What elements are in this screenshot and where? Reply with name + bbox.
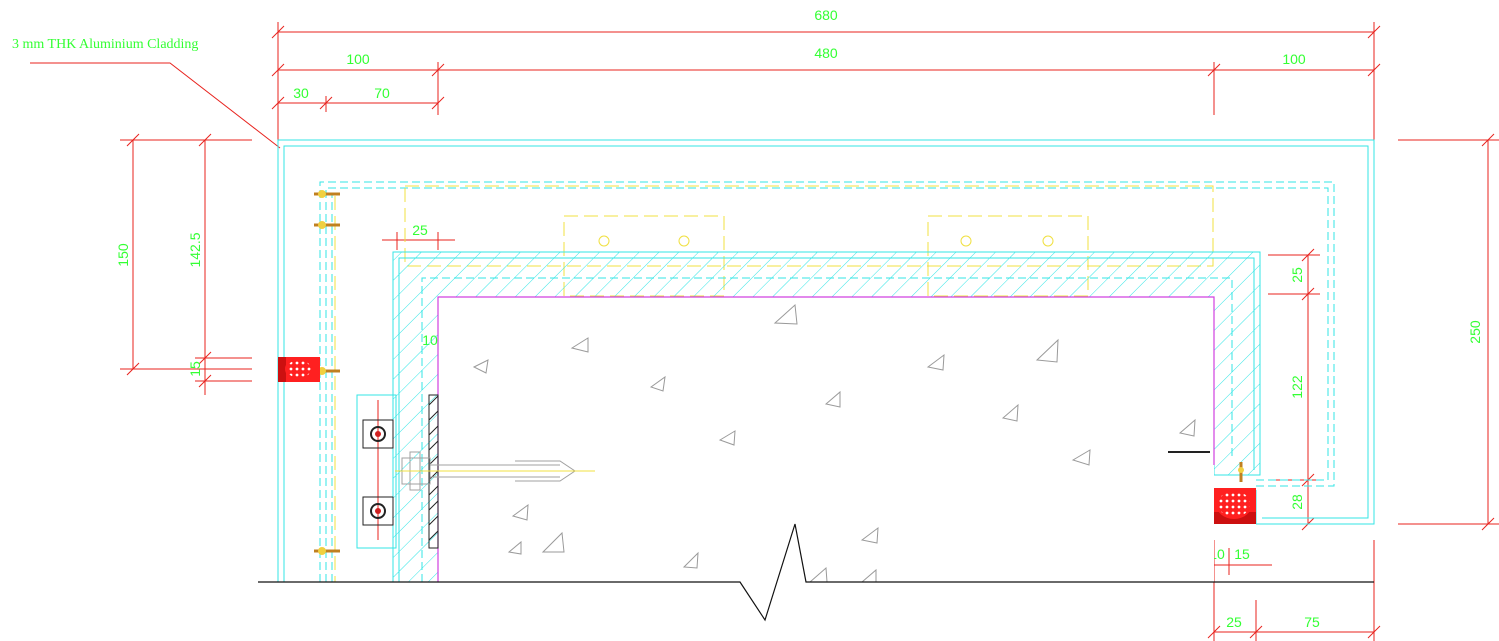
screw-fixing [314, 190, 340, 198]
expansion-bolt [401, 451, 576, 491]
dim-150: 150 [115, 243, 131, 267]
dim-28: 28 [1289, 494, 1305, 510]
bottom-dimension-group: 25 75 10 15 [1196, 540, 1381, 641]
cladding-note-text: 3 mm THK Aluminium Cladding [12, 37, 198, 52]
dim-680: 680 [814, 7, 838, 23]
dim-bottom-25: 25 [1226, 614, 1242, 630]
sealant-left [278, 357, 320, 382]
dim-bottom-15: 15 [1234, 546, 1250, 562]
dim-left-100: 100 [346, 51, 370, 67]
dim-30: 30 [293, 85, 309, 101]
sealant-right [1214, 488, 1256, 524]
right-dimension-group: 250 25 122 28 [1268, 133, 1499, 531]
dim-bottom-75: 75 [1304, 614, 1320, 630]
fixings [314, 190, 1244, 555]
break-line [258, 523, 1374, 622]
left-dimension-group: 150 142.5 15 [115, 133, 252, 395]
dim-right-25: 25 [1289, 267, 1305, 283]
subframe [319, 181, 1335, 582]
dim-250: 250 [1467, 320, 1483, 344]
anchor-bracket [356, 394, 595, 549]
screw-fixing [314, 221, 340, 229]
dim-right-100: 100 [1282, 51, 1306, 67]
screw-fixing [1238, 462, 1244, 482]
dim-480: 480 [814, 45, 838, 61]
dim-122: 122 [1289, 375, 1305, 399]
dim-70: 70 [374, 85, 390, 101]
dim-15: 15 [187, 361, 203, 377]
dim-142-5: 142.5 [187, 232, 203, 267]
dim-offset-25: 25 [412, 222, 428, 238]
screw-fixing [314, 547, 340, 555]
top-dimension-group: 680 100 480 100 30 70 [271, 7, 1381, 140]
cladding-note: 3 mm THK Aluminium Cladding [12, 37, 281, 149]
concrete-slab [437, 296, 1215, 583]
